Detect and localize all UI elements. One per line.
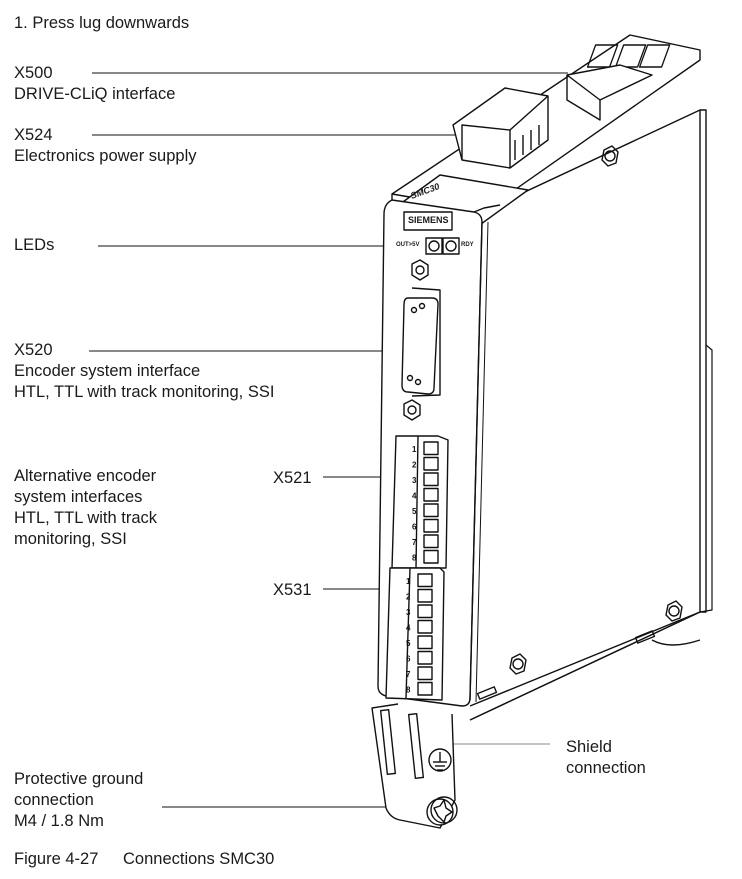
x531-pin-number: 2 xyxy=(406,592,411,601)
x531-pin-number: 3 xyxy=(406,608,411,617)
x521-pin-number: 6 xyxy=(412,522,417,531)
callout-alt-desc-2: system interfaces xyxy=(14,488,143,506)
callout-leds-id: LEDs xyxy=(14,236,55,254)
x521-cell xyxy=(423,487,439,502)
led-label-out5v: OUT>5V xyxy=(396,242,420,248)
callout-x520-id: X520 xyxy=(14,341,53,359)
x531-cell xyxy=(417,604,433,619)
x531-pin-number: 6 xyxy=(406,654,411,663)
x521-pin-number: 2 xyxy=(412,460,417,469)
x521-cell xyxy=(423,503,439,518)
x521-cell xyxy=(423,518,439,533)
ground-screw xyxy=(426,796,458,826)
callout-x524-id: X524 xyxy=(14,126,53,144)
x531-cell xyxy=(417,681,433,696)
callout-alt-desc-3: HTL, TTL with track xyxy=(14,509,158,527)
x521-cell xyxy=(423,456,439,471)
x531-cell xyxy=(417,619,433,634)
x521-cell xyxy=(423,534,439,549)
side-nut xyxy=(509,653,527,675)
callout-leds: LEDs xyxy=(14,235,54,256)
callout-x524-desc: Electronics power supply xyxy=(14,147,197,165)
x521-pin-number: 3 xyxy=(412,476,417,485)
callout-x520-desc-2: HTL, TTL with track monitoring, SSI xyxy=(14,383,275,401)
front-face xyxy=(377,199,701,707)
figure-title: Connections SMC30 xyxy=(123,850,275,868)
x520-subd-connector xyxy=(401,297,439,395)
callout-alt-encoder: Alternative encoder system interfaces HT… xyxy=(14,466,157,550)
x531-pin-number: 4 xyxy=(406,623,411,632)
x521-cell xyxy=(423,441,439,456)
callout-x520-desc-1: Encoder system interface xyxy=(14,362,201,380)
ground-symbol-icon xyxy=(428,748,452,772)
x531-cell xyxy=(417,666,433,681)
x521-cell xyxy=(423,472,439,487)
brand-label: SIEMENS xyxy=(408,215,449,225)
x531-cell xyxy=(417,635,433,650)
callout-shield-desc-2: connection xyxy=(566,759,646,777)
top-surface xyxy=(384,34,701,233)
x521-pin-number: 5 xyxy=(412,507,417,516)
x531-cell xyxy=(417,573,433,588)
callout-x520: X520 Encoder system interface HTL, TTL w… xyxy=(14,340,274,403)
callout-x500-desc: DRIVE-CLiQ interface xyxy=(14,85,176,103)
shield-lug xyxy=(371,703,458,829)
led-out5v xyxy=(428,240,440,252)
figure-number: Figure 4-27 xyxy=(14,850,99,868)
x521-pin-number: 8 xyxy=(412,553,417,562)
side-nut xyxy=(665,600,683,622)
x531-cell xyxy=(417,650,433,665)
x531-terminal-block xyxy=(385,567,445,701)
callout-ground-desc-3: M4 / 1.8 Nm xyxy=(14,812,104,830)
callout-shield-desc-1: Shield xyxy=(566,738,612,756)
x521-pin-number: 4 xyxy=(412,491,417,500)
x531-pin-number: 8 xyxy=(406,685,411,694)
siemens-plate xyxy=(403,211,453,231)
callout-alt-desc-1: Alternative encoder xyxy=(14,467,157,485)
callout-shield: Shield connection xyxy=(566,737,646,779)
side-panel xyxy=(469,109,713,721)
callout-x531-id: X531 xyxy=(273,581,312,599)
callout-x500-id: X500 xyxy=(14,64,53,82)
callout-ground-desc-1: Protective ground xyxy=(14,770,144,788)
x531-cell xyxy=(417,588,433,603)
x531-pin-number: 1 xyxy=(406,577,411,586)
x521-terminal-block xyxy=(391,435,449,569)
led-label-rdy: RDY xyxy=(461,242,474,248)
x531-pin-number: 5 xyxy=(406,639,411,648)
x521-pin-number: 1 xyxy=(412,445,417,454)
leader-lines xyxy=(89,72,568,808)
x521-pin-number: 7 xyxy=(412,538,417,547)
callout-alt-desc-4: monitoring, SSI xyxy=(14,530,127,548)
callout-x521-id: X521 xyxy=(273,469,312,487)
callout-x500: X500 DRIVE-CLiQ interface xyxy=(14,63,175,105)
instruction-text: 1. Press lug downwards xyxy=(14,14,190,32)
callout-ground-desc-2: connection xyxy=(14,791,94,809)
callout-ground: Protective ground connection M4 / 1.8 Nm xyxy=(14,769,143,832)
side-nut xyxy=(601,145,619,167)
led-rdy xyxy=(445,240,457,252)
callout-x524: X524 Electronics power supply xyxy=(14,125,197,167)
x531-pin-number: 7 xyxy=(406,670,411,679)
figure-caption: Figure 4-27 Connections SMC30 xyxy=(14,850,274,869)
x521-cell xyxy=(423,549,439,564)
